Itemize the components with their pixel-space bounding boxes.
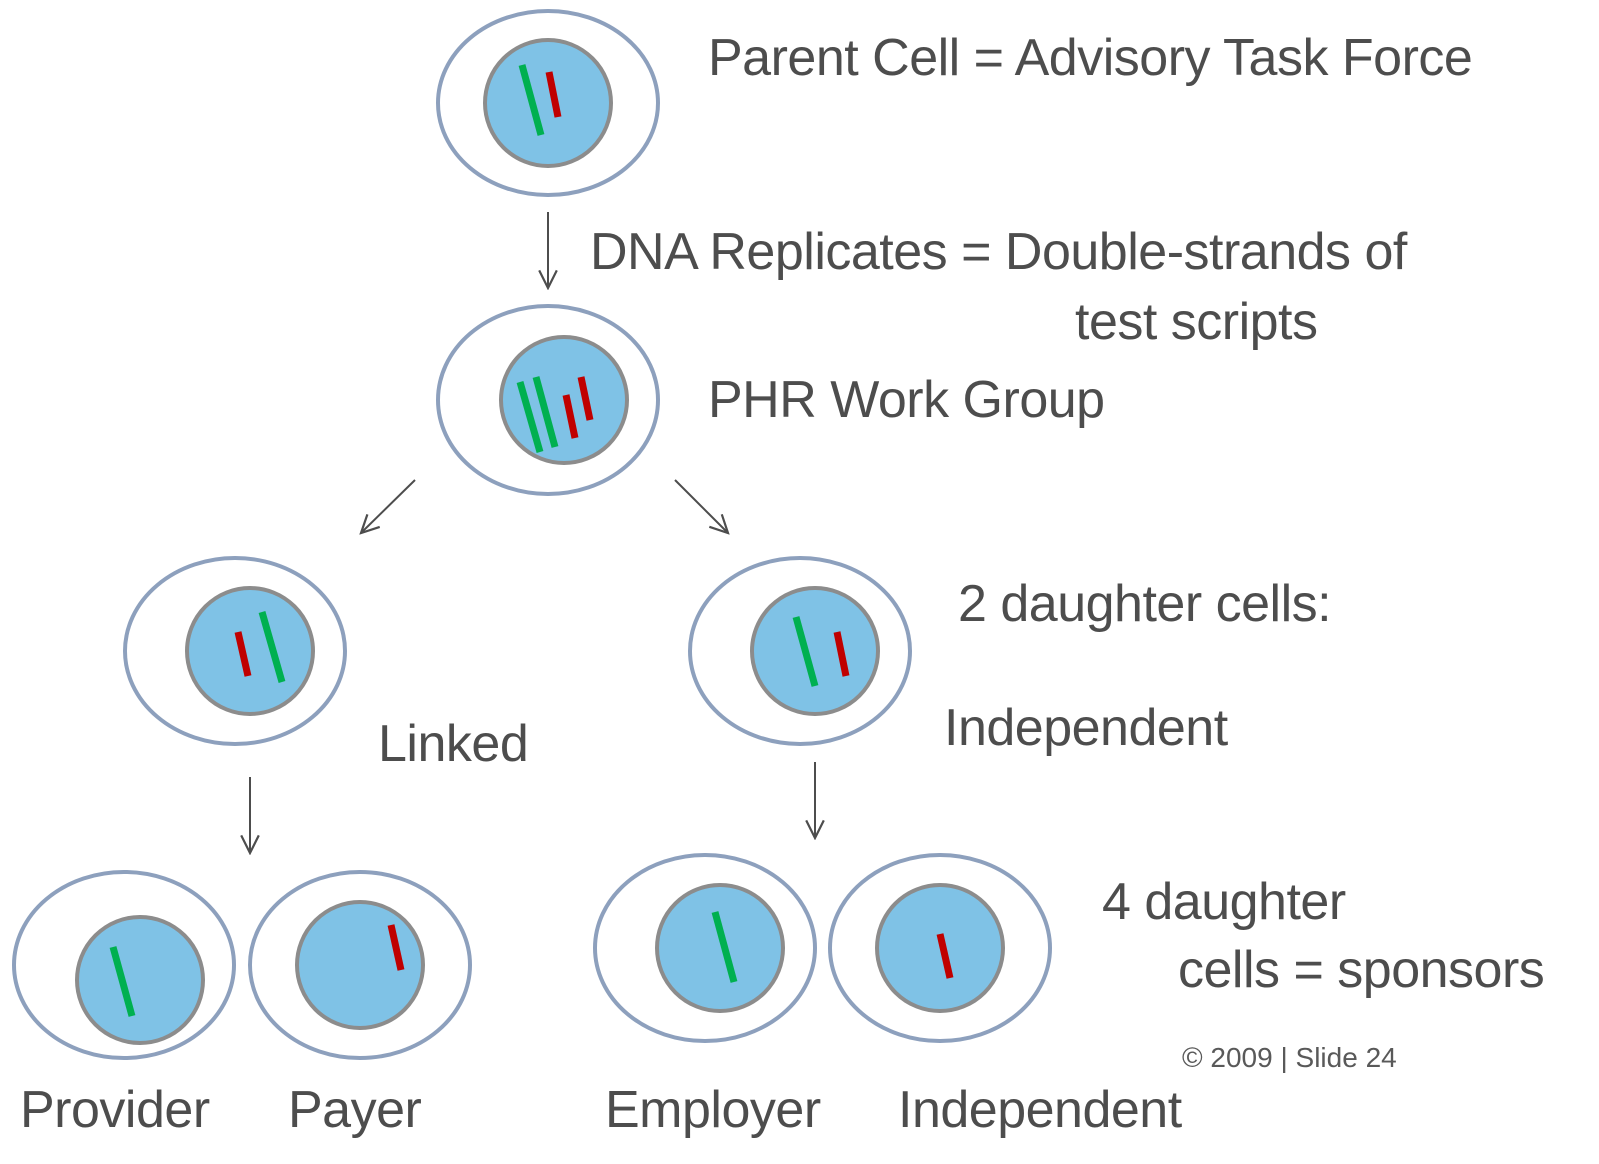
provider-cell (12, 870, 236, 1060)
arrow-diag-right (674, 479, 728, 533)
red-strand (936, 933, 954, 979)
independent-bottom-cell (828, 853, 1052, 1043)
green-strand (516, 381, 544, 453)
linked-nucleus (185, 586, 315, 716)
four-daughter-label: 4 daughter (1102, 873, 1346, 931)
slide-footer: © 2009 | Slide 24 (1182, 1042, 1397, 1073)
red-strand (577, 376, 594, 421)
payer-nucleus (295, 900, 425, 1030)
provider-nucleus (75, 915, 205, 1045)
employer-cell (593, 853, 817, 1043)
red-strand (833, 631, 850, 677)
linked-label: Linked (378, 715, 529, 773)
red-strand (562, 394, 579, 439)
red-strand (545, 71, 562, 118)
independent-mid-label: Independent (944, 699, 1228, 757)
independent-nucleus (750, 586, 880, 716)
work-group-cell (436, 304, 660, 496)
parent-nucleus (483, 38, 613, 168)
two-daughter-label: 2 daughter cells: (958, 575, 1332, 633)
independent-cell (688, 556, 912, 746)
green-strand (518, 64, 545, 136)
arrow-diag-left (361, 479, 416, 533)
provider-label: Provider (20, 1081, 210, 1139)
red-strand (234, 631, 252, 677)
payer-label: Payer (288, 1081, 422, 1139)
red-strand (387, 924, 405, 971)
dna-replicates-label-line2: test scripts (1075, 293, 1318, 351)
green-strand (711, 911, 738, 983)
green-strand (258, 611, 286, 683)
employer-nucleus (655, 883, 785, 1013)
green-strand (532, 376, 559, 448)
parent-cell-label: Parent Cell = Advisory Task Force (708, 29, 1473, 87)
employer-label: Employer (605, 1081, 821, 1139)
linked-cell (123, 556, 347, 746)
four-daughter-label-line2: cells = sponsors (1178, 941, 1545, 999)
dna-replicates-label: DNA Replicates = Double-strands of (590, 223, 1407, 281)
green-strand (792, 616, 819, 687)
green-strand (109, 946, 136, 1017)
independent-bottom-label: Independent (898, 1081, 1182, 1139)
parent-cell (436, 9, 660, 197)
work-group-label: PHR Work Group (708, 371, 1105, 429)
payer-cell (248, 870, 472, 1060)
